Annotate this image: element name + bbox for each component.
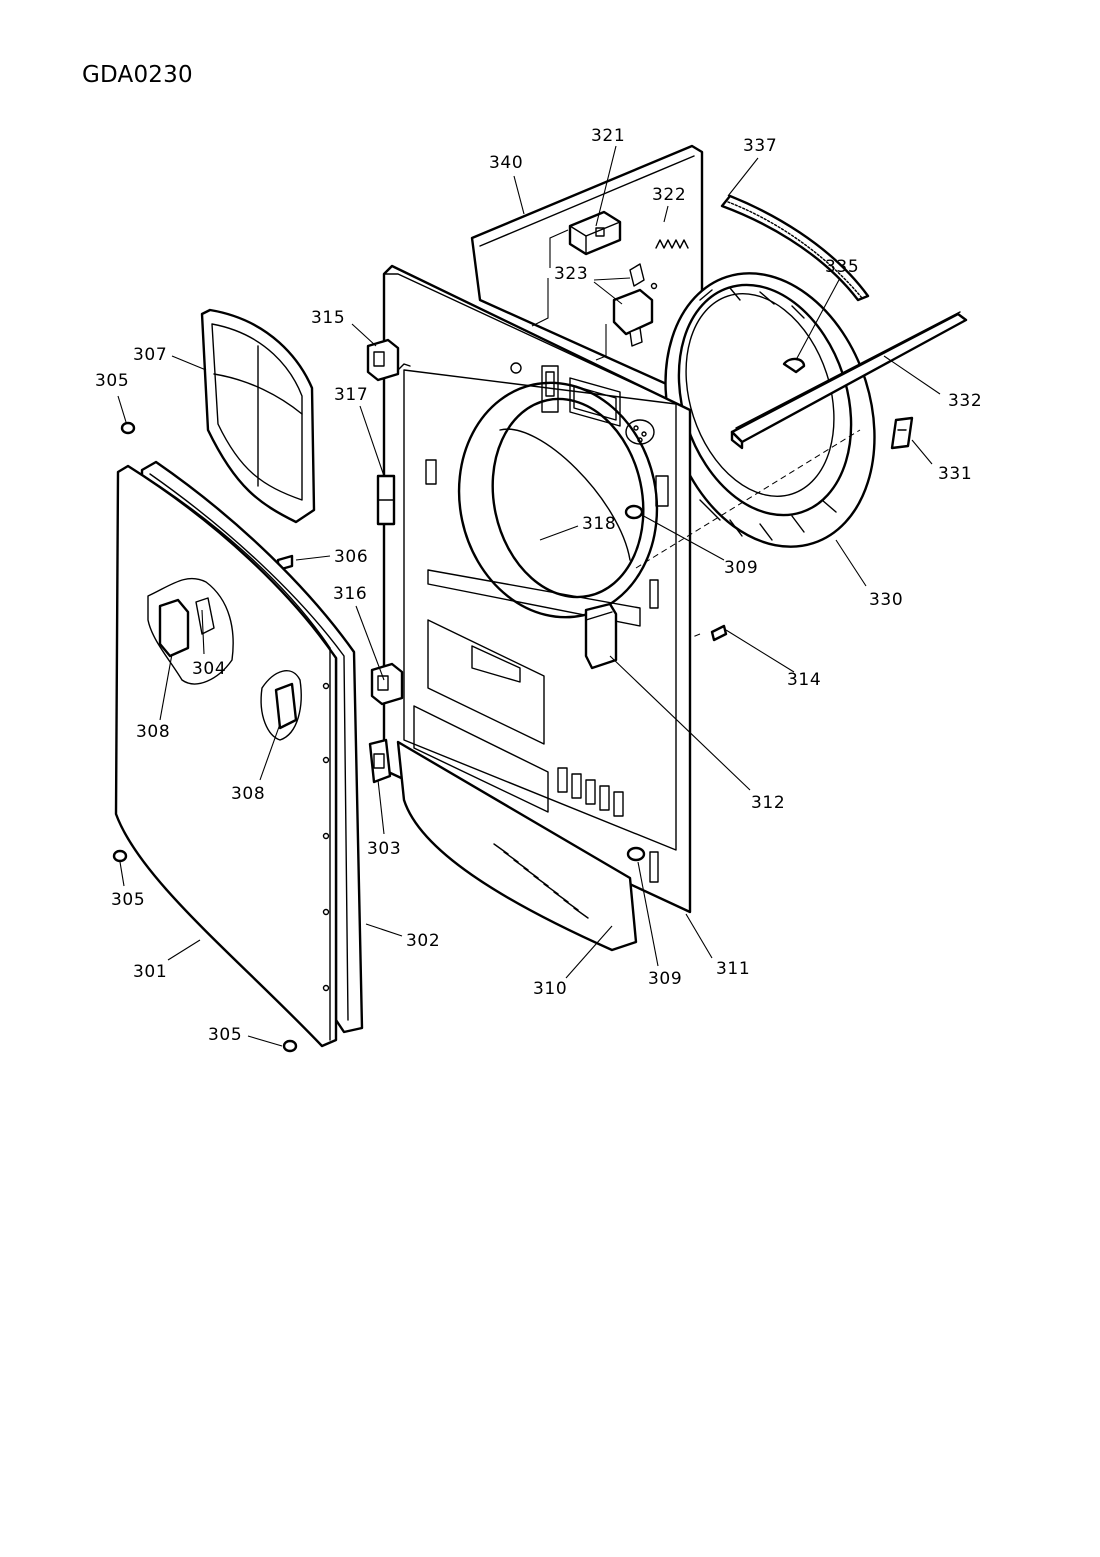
part-314-stud xyxy=(710,624,728,642)
label-321: 321 xyxy=(591,126,625,146)
label-309-bottom: 309 xyxy=(648,969,682,989)
label-306: 306 xyxy=(334,547,368,567)
label-301: 301 xyxy=(133,962,167,982)
label-308-left: 308 xyxy=(136,722,170,742)
label-315: 315 xyxy=(311,308,345,328)
label-307: 307 xyxy=(133,345,167,365)
label-316: 316 xyxy=(333,584,367,604)
leader-lines xyxy=(117,145,941,1047)
label-305-bottom: 305 xyxy=(208,1025,242,1045)
label-304: 304 xyxy=(192,659,226,679)
part-311-front-panel xyxy=(382,264,692,914)
part-305-bumpers xyxy=(112,421,298,1053)
label-330: 330 xyxy=(869,590,903,610)
door-edge-holes xyxy=(322,682,330,992)
label-308-center: 308 xyxy=(231,784,265,804)
part-337-seal-strip xyxy=(720,194,870,302)
part-340-rear-panel xyxy=(470,144,704,402)
part-316-lower-hinge xyxy=(370,662,404,706)
label-312: 312 xyxy=(751,793,785,813)
vent-slots xyxy=(557,767,624,817)
part-335-catch xyxy=(782,357,806,374)
label-331: 331 xyxy=(938,464,972,484)
label-317: 317 xyxy=(334,385,368,405)
label-335: 335 xyxy=(825,257,859,277)
part-332-rail xyxy=(730,311,968,450)
part-310-kickplate xyxy=(396,705,638,952)
label-305-middle: 305 xyxy=(111,890,145,910)
part-301-outer-door xyxy=(114,464,338,1048)
part-318-gasket xyxy=(499,428,631,561)
part-323-lock xyxy=(612,263,658,347)
assembly-guide-lines xyxy=(531,229,861,639)
part-317-hinge-plate xyxy=(376,474,396,526)
label-303: 303 xyxy=(367,839,401,859)
part-321-switch xyxy=(568,210,622,256)
label-302: 302 xyxy=(406,931,440,951)
label-309-right: 309 xyxy=(724,558,758,578)
part-307-filter xyxy=(200,308,316,524)
part-315-top-hinge xyxy=(366,338,400,382)
label-332: 332 xyxy=(948,391,982,411)
label-311: 311 xyxy=(716,959,750,979)
part-312-latch xyxy=(584,602,618,670)
label-314: 314 xyxy=(787,670,821,690)
part-322-spring xyxy=(655,239,689,249)
label-310: 310 xyxy=(533,979,567,999)
label-322: 322 xyxy=(652,185,686,205)
label-337: 337 xyxy=(743,136,777,156)
label-323: 323 xyxy=(554,264,588,284)
part-303-door-catch xyxy=(368,738,392,784)
part-331-clip xyxy=(890,416,914,450)
page-title: GDA0230 xyxy=(82,62,193,88)
label-318: 318 xyxy=(582,514,616,534)
label-305-top: 305 xyxy=(95,371,129,391)
part-309-buttons xyxy=(624,504,646,862)
label-340: 340 xyxy=(489,153,523,173)
part-labels: 321 337 340 322 335 323 315 307 305 317 … xyxy=(95,126,982,1045)
